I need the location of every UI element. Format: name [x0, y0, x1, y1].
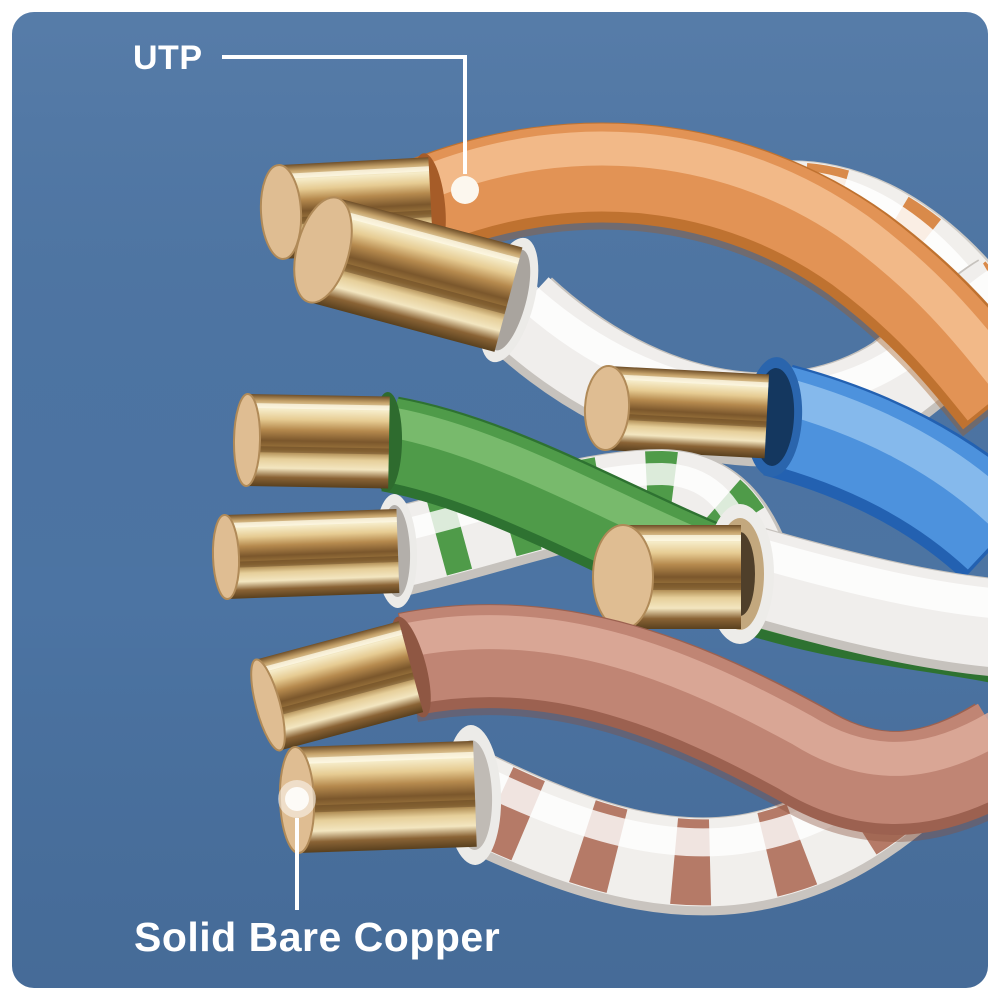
copper-body [224, 509, 400, 599]
copper-streak [299, 799, 476, 813]
copper-streak [625, 583, 741, 590]
white-wire-highlight [743, 535, 988, 619]
brown-wire-highlight [404, 615, 988, 776]
utp-callout-line [222, 55, 467, 174]
copper-specular [610, 374, 769, 388]
copper-conductor-green [232, 393, 390, 489]
copper-conductor-center [592, 524, 741, 630]
utp-label: UTP [133, 39, 203, 77]
copper-streak [608, 413, 767, 428]
callout-dot-icon [285, 787, 309, 811]
copper-conductor-brown [250, 621, 424, 752]
center-white-wire [734, 526, 988, 677]
copper-body [309, 197, 523, 352]
cable-scene: UTP Solid Bare Copper [133, 39, 988, 960]
copper-streak [248, 446, 389, 455]
orange-wire [409, 122, 988, 437]
copper-conductor-blue [583, 365, 769, 459]
copper-body [255, 621, 424, 751]
copper-face [250, 658, 286, 752]
copper-face [259, 164, 303, 260]
copper-specular [625, 535, 741, 541]
copper-specular [249, 403, 390, 411]
copper-face [232, 393, 262, 487]
brown-wire [397, 604, 988, 842]
callout-dot-icon [451, 176, 479, 204]
blue-wire [745, 357, 988, 581]
copper-face [592, 524, 654, 630]
copper-streak [228, 555, 399, 568]
copper-face [293, 196, 353, 304]
solid-bare-copper-callout: Solid Bare Copper [134, 780, 500, 960]
copper-streak [321, 257, 507, 315]
copper-body [246, 394, 390, 489]
copper-conductor-white-middle [211, 509, 400, 600]
orange-wire-highlight [421, 131, 988, 385]
copper-body [604, 366, 769, 459]
copper-face [211, 514, 241, 600]
utp-callout: UTP [133, 39, 479, 204]
copper-streak [271, 672, 415, 718]
blue-wire-highlight [773, 376, 988, 526]
copper-face [583, 365, 631, 451]
copper-specular [297, 751, 474, 764]
copper-specular [260, 629, 403, 673]
copper-body [295, 740, 477, 853]
solid-bare-copper-label: Solid Bare Copper [134, 914, 500, 960]
copper-specular [281, 166, 430, 179]
copper-specular [334, 208, 520, 264]
white-wire-body [735, 527, 988, 668]
copper-conductor-white-top [293, 196, 523, 352]
copper-specular [226, 517, 397, 528]
